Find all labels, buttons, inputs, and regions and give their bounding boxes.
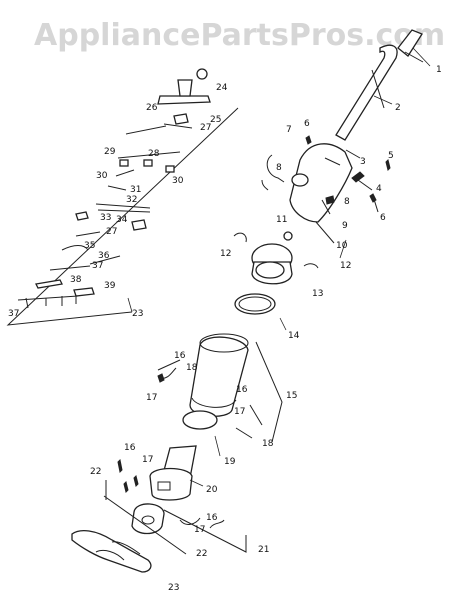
callout-8b: 8 (344, 197, 350, 207)
callout-3: 3 (360, 157, 366, 167)
callout-37b: 37 (8, 309, 19, 319)
callout-30a: 30 (96, 171, 108, 181)
callout-16b: 16 (236, 385, 248, 395)
callout-28: 28 (148, 149, 160, 159)
callout-37a: 37 (92, 261, 103, 271)
callout-15: 15 (286, 391, 297, 401)
callout-32: 32 (126, 195, 137, 205)
callout-20: 20 (206, 485, 218, 495)
part-accessory-tools (17, 68, 211, 309)
callout-30b: 30 (172, 176, 184, 186)
part-motor-housing (289, 143, 353, 244)
callout-21: 21 (258, 545, 269, 555)
callout-6a: 6 (304, 119, 310, 129)
part-gasket-ring (234, 293, 276, 315)
watermark: AppliancePartsPros.com (34, 18, 446, 53)
callout-22a: 22 (90, 467, 101, 477)
callout-39: 39 (104, 281, 116, 291)
callout-14: 14 (288, 331, 300, 341)
callout-31: 31 (130, 185, 141, 195)
callout-27b: 27 (106, 227, 117, 237)
callout-22b: 22 (196, 549, 207, 559)
callout-8a: 8 (276, 163, 282, 173)
part-motor (251, 243, 293, 285)
callout-12a: 12 (220, 249, 231, 259)
part-bracket-lines (103, 458, 225, 555)
callout-23a: 23 (132, 309, 143, 319)
part-floor-nozzle (71, 529, 152, 573)
callout-2: 2 (395, 103, 401, 113)
callout-4: 4 (376, 184, 382, 194)
callout-11: 11 (276, 215, 287, 225)
callout-29: 29 (104, 147, 116, 157)
callout-18b: 18 (262, 439, 274, 449)
callout-26: 26 (146, 103, 158, 113)
part-screws-upper (305, 135, 391, 213)
callout-labels: 1 2 3 4 5 6 6 7 8 8 9 10 11 12 12 13 14 … (8, 65, 442, 593)
callout-17a: 17 (146, 393, 157, 403)
callout-6b: 6 (380, 213, 386, 223)
part-dirt-cup (189, 333, 249, 417)
callout-16a: 16 (174, 351, 186, 361)
accessory-panel-frame (6, 107, 239, 326)
part-handle-tube (335, 44, 398, 141)
part-handle-grip (397, 29, 424, 63)
callout-5: 5 (388, 151, 394, 161)
callout-19: 19 (224, 457, 236, 467)
callout-36: 36 (98, 251, 110, 261)
callout-33: 33 (100, 213, 111, 223)
callout-16d: 16 (206, 513, 218, 523)
part-nozzle-base (149, 445, 197, 501)
callout-24: 24 (216, 83, 228, 93)
part-cord-switch (261, 154, 335, 205)
callout-25: 25 (210, 115, 221, 125)
callout-34: 34 (116, 215, 128, 225)
callout-10: 10 (336, 241, 348, 251)
part-knob-clips (233, 231, 319, 269)
callout-12b: 12 (340, 261, 351, 271)
callout-38: 38 (70, 275, 82, 285)
callout-1: 1 (436, 65, 442, 75)
callout-35: 35 (84, 241, 95, 251)
callout-18a: 18 (186, 363, 198, 373)
part-dirt-cup-clips (157, 341, 283, 443)
callout-17d: 17 (194, 525, 205, 535)
leader-lines (127, 47, 431, 487)
callout-13: 13 (312, 289, 323, 299)
callout-17b: 17 (234, 407, 245, 417)
callout-17c: 17 (142, 455, 153, 465)
callout-16c: 16 (124, 443, 136, 453)
callout-9: 9 (342, 221, 348, 231)
callout-7: 7 (286, 125, 292, 135)
callout-23b: 23 (168, 583, 179, 593)
callout-27a: 27 (200, 123, 211, 133)
part-filter (182, 410, 218, 430)
